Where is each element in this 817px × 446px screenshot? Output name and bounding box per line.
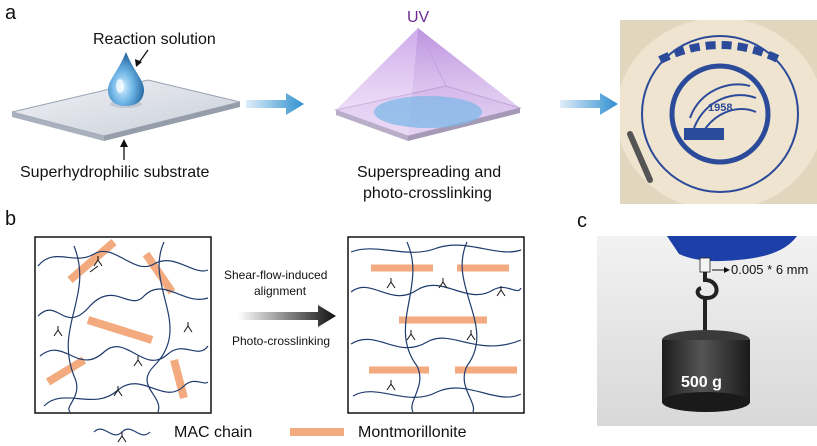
weight-body xyxy=(662,340,750,402)
superspreading-label-line1: Superspreading and xyxy=(357,164,502,181)
film-dimension-label: 0.005 * 6 mm xyxy=(731,262,809,277)
film-strip xyxy=(699,257,711,273)
legend-chain-label: MAC chain xyxy=(174,424,253,441)
legend-clay-label: Montmorillonite xyxy=(358,424,467,441)
panel-letter-b: b xyxy=(5,208,17,230)
substrate-with-droplet xyxy=(11,49,241,160)
step-crosslink-label: Photo-crosslinking xyxy=(232,334,331,348)
substrate-label: Superhydrophilic substrate xyxy=(20,164,210,181)
process-arrow-1 xyxy=(246,93,304,115)
legend-clay-symbol xyxy=(290,428,344,436)
dimension-pointer-arrow xyxy=(712,267,730,273)
legend-chain-symbol xyxy=(93,428,151,443)
film-logo-photo: 1958 xyxy=(620,20,817,204)
weight-label: 500 g xyxy=(681,374,722,391)
clay-platelet xyxy=(45,356,87,386)
glove xyxy=(667,236,797,262)
step-shear-label-line1: Shear-flow-induced xyxy=(224,268,328,282)
aligned-network-box xyxy=(347,236,525,414)
panel-letter-c: c xyxy=(577,210,587,232)
process-arrow-2 xyxy=(560,93,618,115)
panel-letter-a: a xyxy=(5,2,17,24)
uv-superspreading-illustration xyxy=(334,27,522,141)
clay-platelet xyxy=(170,358,188,400)
hook xyxy=(695,272,719,336)
clay-platelet xyxy=(67,238,117,284)
random-network-box xyxy=(34,236,212,414)
film-logo-drawing xyxy=(620,20,817,204)
spread-film xyxy=(374,96,482,128)
logo-outer-ring xyxy=(641,35,799,193)
superspreading-label-line2: photo-crosslinking xyxy=(363,185,492,202)
uv-label: UV xyxy=(407,9,430,26)
logo-inner-ring xyxy=(669,63,771,165)
transition-arrow xyxy=(238,305,336,327)
weight-test-drawing xyxy=(597,236,817,426)
droplet xyxy=(108,52,144,106)
clay-platelet xyxy=(86,316,154,344)
step-shear-label-line2: alignment xyxy=(254,284,307,298)
logo-year: 1958 xyxy=(708,102,733,114)
reaction-solution-label: Reaction solution xyxy=(93,31,216,48)
weight-test-photo: 500 g xyxy=(597,236,817,426)
